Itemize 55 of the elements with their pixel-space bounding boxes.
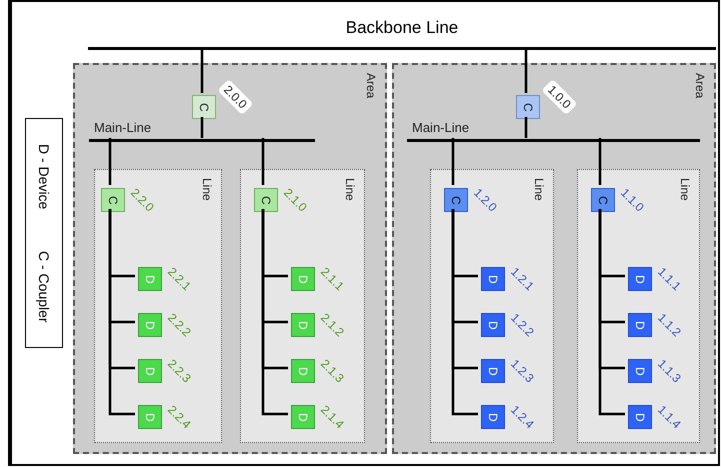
connector-line [598, 138, 602, 185]
connector-line [452, 209, 478, 416]
line-panel [577, 169, 700, 443]
panel-label: Area [363, 73, 379, 98]
connector-line [598, 209, 625, 416]
connector-line [108, 138, 112, 185]
panel-label: Line [677, 178, 693, 201]
coupler-box: C [192, 95, 216, 119]
connector-line [524, 117, 528, 138]
device-box: D [138, 405, 162, 429]
bus-line [88, 18, 716, 50]
coupler-box: C [101, 188, 125, 212]
panel-label: Line [342, 178, 358, 201]
area-panel [392, 63, 716, 454]
connector-line [262, 138, 264, 185]
device-box: D [481, 267, 505, 291]
bus-line [89, 120, 315, 142]
bus-label: Backbone Line [346, 18, 458, 38]
device-box: D [291, 313, 315, 337]
device-box: D [628, 267, 652, 291]
bus-line [407, 120, 700, 142]
area-panel [73, 63, 387, 454]
connector-line [524, 48, 528, 93]
coupler-box: C [254, 188, 278, 212]
line-panel [240, 169, 365, 443]
legend-text: D - Device [35, 144, 53, 210]
device-box: D [291, 267, 315, 291]
connector-line [200, 48, 204, 93]
bus-label: Main-Line [94, 120, 152, 136]
connector-line [108, 209, 135, 416]
device-box: D [138, 267, 162, 291]
device-box: D [138, 359, 162, 383]
legend-box [25, 118, 63, 348]
bus-label: Main-Line [412, 120, 470, 136]
device-box: D [291, 405, 315, 429]
device-box: D [481, 359, 505, 383]
line-panel [94, 169, 222, 443]
line-panel [430, 169, 554, 443]
device-box: D [628, 313, 652, 337]
connector-line [262, 209, 288, 416]
legend-text: C - Coupler [35, 250, 53, 322]
device-box: D [138, 313, 162, 337]
coupler-box: C [516, 95, 540, 119]
coupler-box: C [444, 188, 468, 212]
panel-label: Line [199, 178, 215, 201]
coupler-box: C [591, 188, 615, 212]
device-box: D [628, 359, 652, 383]
panel-label: Area [692, 73, 708, 98]
connector-line [452, 138, 454, 185]
panel-label: Line [531, 178, 547, 201]
device-box: D [291, 359, 315, 383]
connector-line [200, 117, 204, 138]
device-box: D [481, 313, 505, 337]
device-box: D [481, 405, 505, 429]
device-box: D [628, 405, 652, 429]
